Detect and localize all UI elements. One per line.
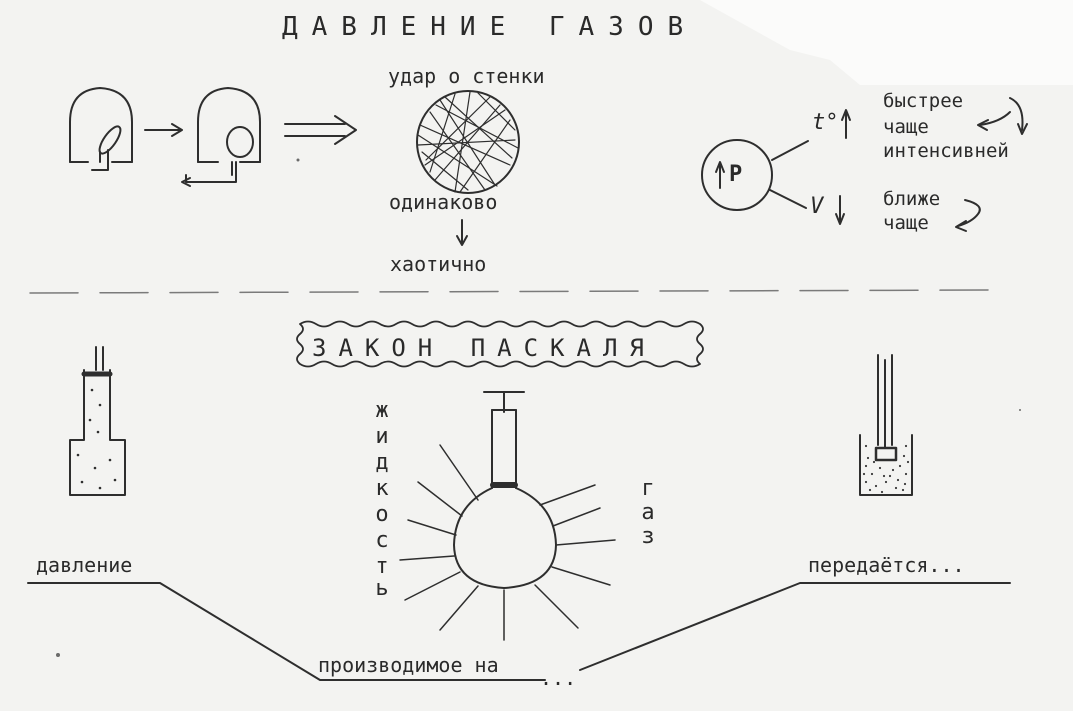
branch-line-volume	[769, 189, 807, 209]
caption-produced-on: производимое на	[318, 653, 499, 677]
temperature-up-arrow-icon	[841, 109, 851, 139]
caption-pressure: давление	[36, 553, 133, 577]
jar-2-icon	[181, 87, 261, 187]
volume-effect-1: ближе	[883, 188, 941, 210]
arrow-down-icon	[456, 219, 468, 246]
gas-letter: г	[641, 476, 655, 501]
gas-particles	[862, 444, 910, 494]
caption-line-right	[579, 582, 1011, 671]
volume-effect-2: чаще	[883, 212, 929, 234]
equally-label: одинаково	[389, 190, 498, 214]
curved-arrows-icon	[977, 97, 1028, 135]
volume-symbol: V	[810, 194, 824, 219]
caption-ellipsis: ...	[540, 666, 577, 690]
gas-letter: а	[641, 500, 655, 525]
temp-effect-3: интенсивней	[883, 140, 1009, 162]
liquid-letter: д	[375, 450, 389, 475]
chaotic-label: хаотично	[390, 252, 487, 276]
liquid-letter: т	[375, 554, 389, 579]
gas-letter: з	[641, 524, 655, 549]
temp-effect-2: чаще	[883, 116, 929, 138]
paper-specks	[56, 158, 1021, 657]
caption-transmitted: передаётся...	[808, 553, 965, 577]
hit-walls-label: удар о стенки	[388, 64, 545, 88]
page-title: ДАВЛЕНИЕ ГАЗОВ	[282, 12, 698, 42]
liquid-letter: о	[375, 502, 389, 527]
pascal-ball-icon	[399, 391, 616, 641]
pascal-law-title: ЗАКОН ПАСКАЛЯ	[312, 334, 656, 362]
liquid-vessel-left-icon	[69, 346, 126, 496]
temp-effect-1: быстрее	[883, 90, 964, 112]
temperature-symbol: t°	[812, 110, 839, 135]
molecules-circle-icon	[416, 90, 520, 194]
liquid-letter: к	[375, 476, 389, 501]
caption-line-left	[27, 582, 546, 681]
liquid-letter: с	[375, 528, 389, 553]
gas-vessel-right-icon	[859, 354, 913, 496]
implies-arrow-icon	[284, 115, 357, 145]
pressure-symbol: P	[729, 162, 743, 187]
branch-line-temp	[771, 140, 809, 161]
liquid-particles	[76, 388, 117, 490]
liquid-letter: и	[375, 424, 389, 449]
jar-1-icon	[69, 87, 133, 171]
pascal-title-frame	[296, 320, 704, 368]
curved-arrow-volume-icon	[955, 199, 981, 232]
liquid-letter: ь	[375, 576, 389, 601]
liquid-letter: ж	[375, 398, 389, 423]
section-divider	[29, 289, 1001, 294]
pressure-circle-icon	[701, 139, 773, 211]
paper-corner	[700, 0, 1073, 85]
arrow-right-icon	[144, 123, 183, 137]
volume-down-arrow-icon	[835, 195, 845, 225]
